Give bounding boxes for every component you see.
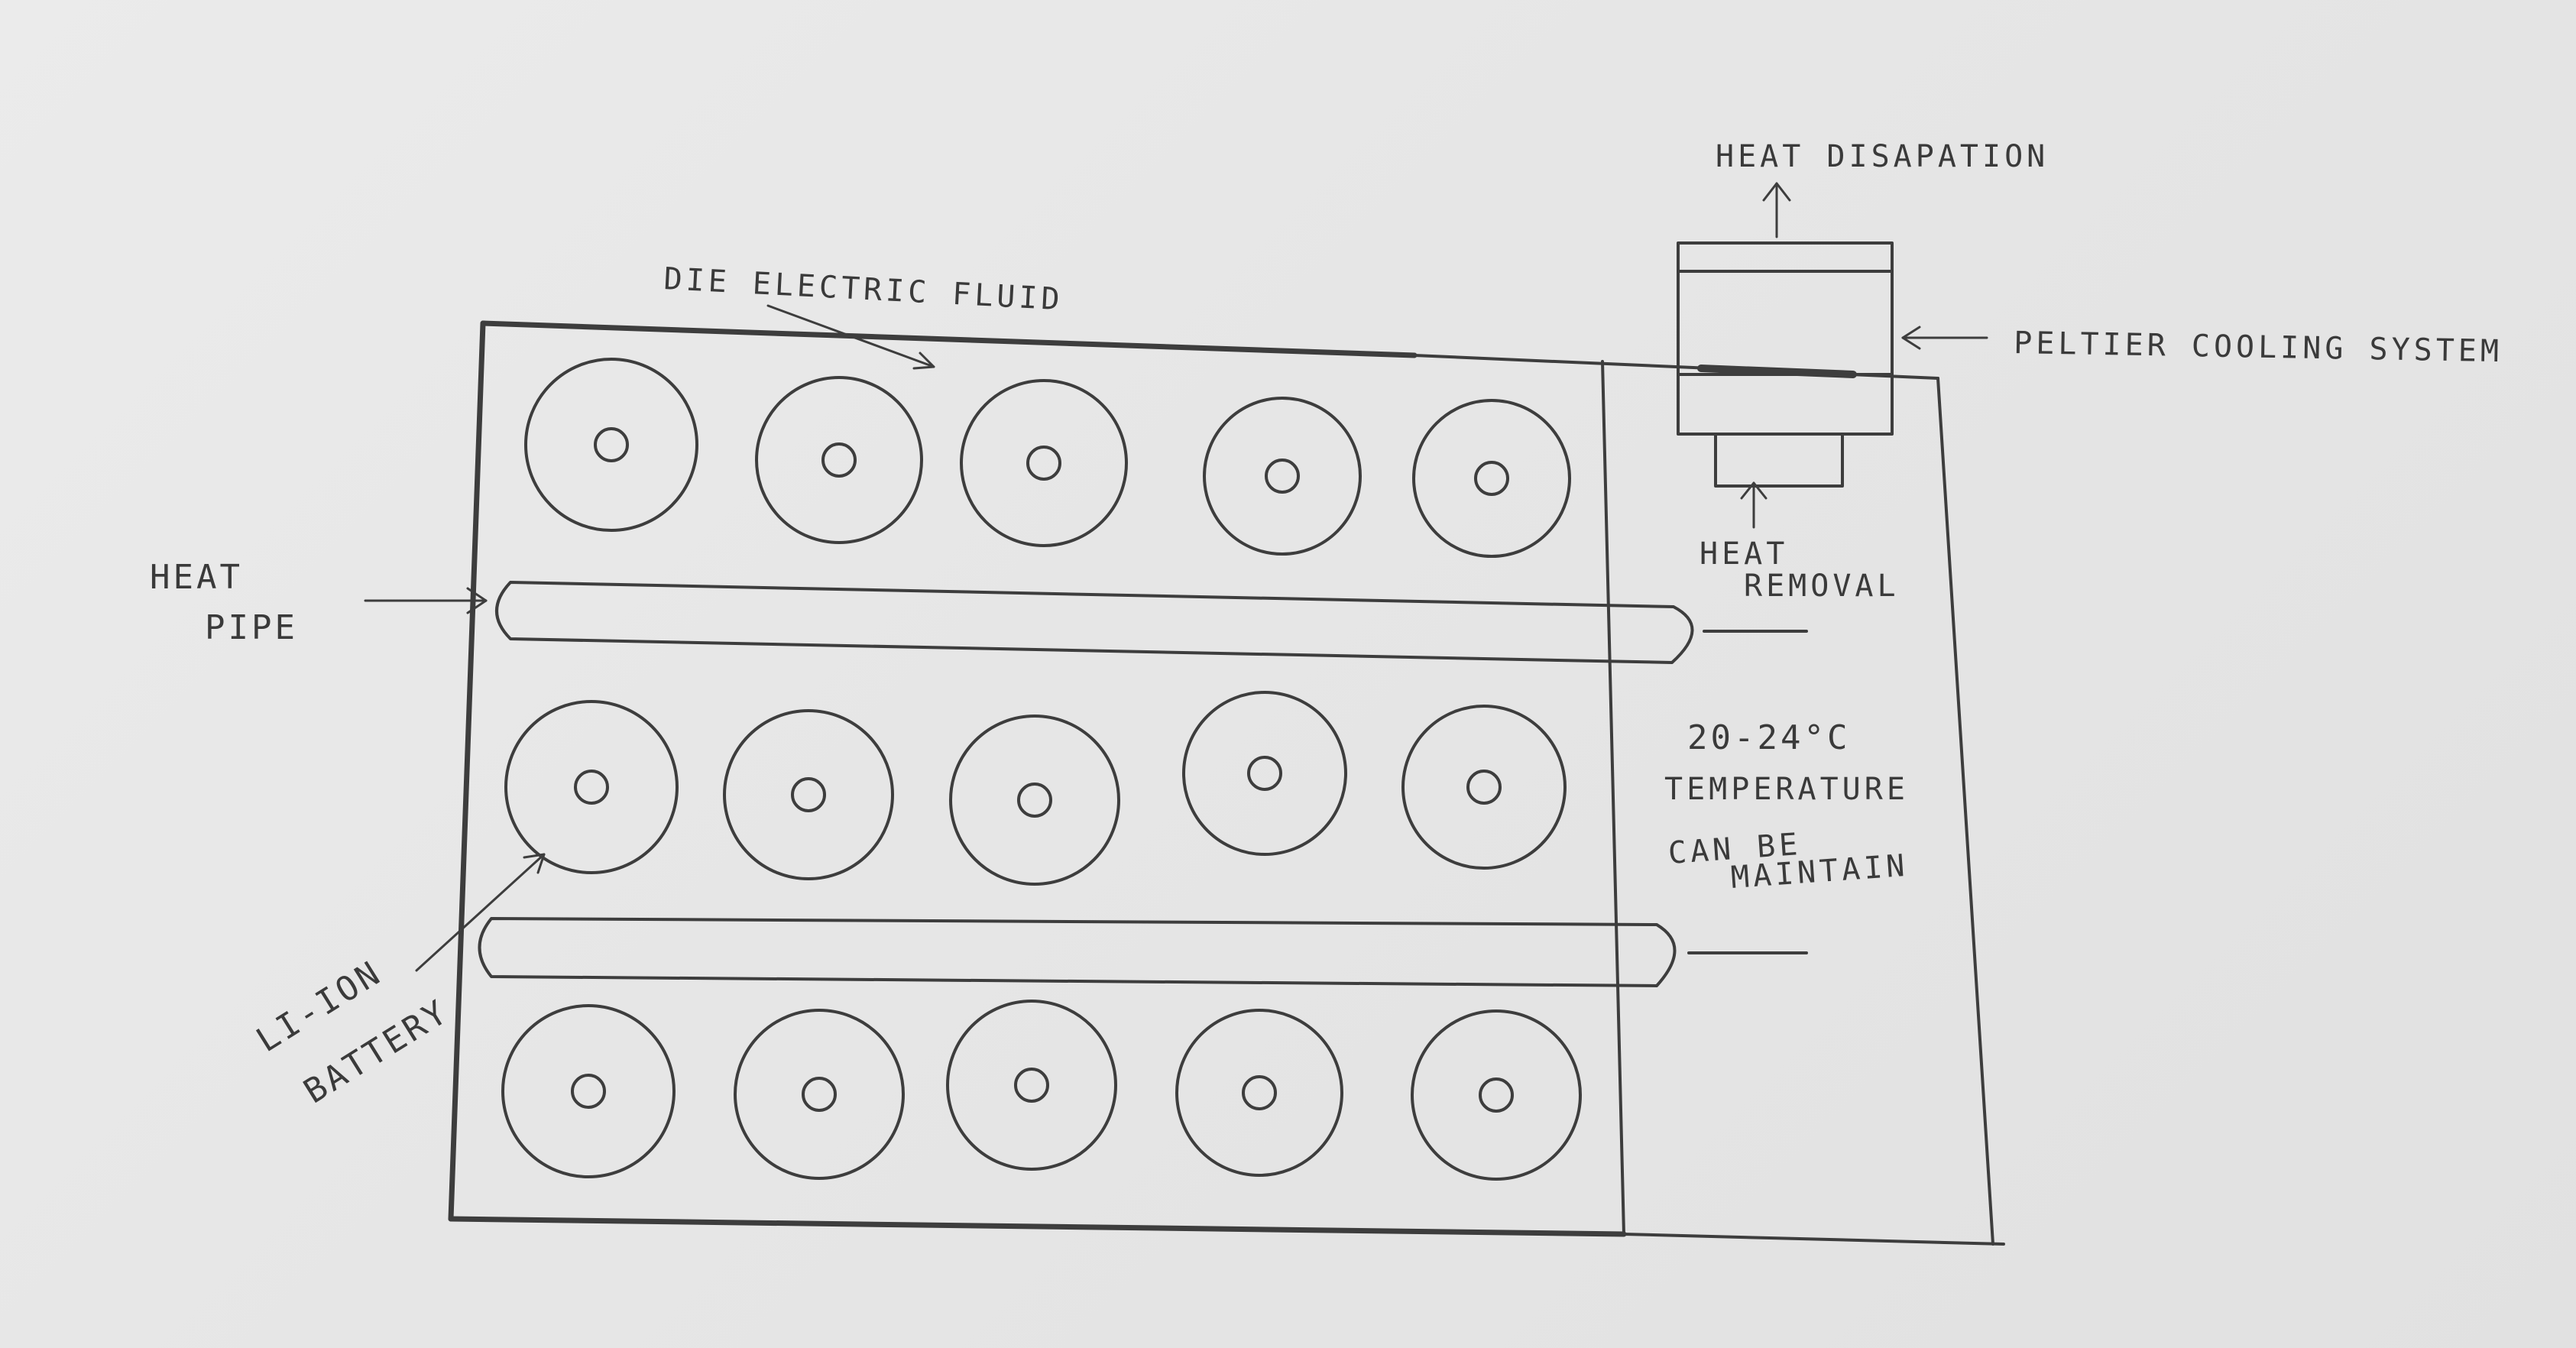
heat-dissipation-arrow	[1762, 182, 1791, 238]
battery-cell	[1411, 1009, 1582, 1181]
battery-cell-outer	[1175, 1009, 1343, 1177]
battery-cell-terminal	[1474, 461, 1509, 496]
battery-cell-outer	[524, 358, 698, 532]
heat-pipe-label-line2: PIPE	[205, 608, 298, 647]
heat-removal-arrow	[1740, 481, 1768, 529]
battery-cell-terminal	[1017, 783, 1052, 818]
battery-cell-terminal	[802, 1077, 837, 1112]
temperature-label-line2: TEMPERATURE	[1664, 772, 1909, 807]
heat-removal-label-line2: REMOVAL	[1744, 569, 1900, 604]
peltier-label: PELTIER COOLING SYSTEM	[2014, 326, 2503, 369]
heat-pipe-arrow	[364, 587, 488, 614]
battery-cell-outer	[946, 1000, 1117, 1171]
battery-cell	[734, 1009, 905, 1180]
battery-cell	[946, 1000, 1117, 1171]
battery-cell-terminal	[1466, 770, 1502, 805]
battery-pointer-arrow	[415, 853, 546, 972]
battery-cell-terminal	[571, 1074, 606, 1109]
battery-cell-outer	[501, 1004, 676, 1178]
battery-cell-outer	[734, 1009, 905, 1180]
battery-cell	[755, 376, 923, 544]
battery-cell-terminal	[1242, 1075, 1277, 1110]
battery-cell-outer	[1182, 691, 1347, 856]
battery-cell-terminal	[594, 427, 629, 462]
enclosure-top-edge	[480, 320, 1418, 358]
battery-cell-outer	[1411, 1009, 1582, 1181]
battery-cells	[501, 358, 1582, 1181]
dielectric-fluid-label: DIE ELECTRIC FLUID	[663, 261, 1064, 317]
peltier-cooling-unit	[1677, 241, 1894, 488]
battery-cell-outer	[1401, 705, 1567, 870]
heat-pipe-label-line1: HEAT	[150, 558, 243, 597]
battery-cell-terminal	[574, 770, 609, 805]
battery-cell-outer	[1412, 399, 1571, 558]
battery-cell-terminal	[1265, 459, 1300, 494]
battery-cell	[1401, 705, 1567, 870]
battery-cell	[723, 709, 894, 880]
battery-pack-enclosure	[448, 320, 1627, 1237]
battery-cell	[504, 700, 679, 874]
heat-dissipation-label: HEAT DISAPATION	[1716, 139, 2049, 174]
battery-cell-terminal	[1247, 756, 1282, 791]
battery-cell-terminal	[791, 777, 826, 812]
heat-pipe-1	[495, 581, 1808, 664]
enclosure-bottom-edge	[448, 1216, 1627, 1237]
heat-pipes	[478, 581, 1808, 987]
peltier-contact-block	[1714, 433, 1844, 488]
compartment-bottom-edge	[1622, 1233, 2005, 1246]
heat-removal-label-line1: HEAT	[1700, 536, 1788, 572]
battery-cell	[1203, 397, 1362, 556]
battery-cell-outer	[1203, 397, 1362, 556]
battery-cell	[1412, 399, 1571, 558]
battery-cell	[501, 1004, 676, 1178]
arrows	[364, 182, 1988, 972]
battery-cell-outer	[949, 715, 1120, 886]
battery-cell-outer	[504, 700, 679, 874]
labels: HEAT DISAPATION DIE ELECTRIC FLUID PELTI…	[150, 139, 2503, 1111]
battery-cell-terminal	[1026, 446, 1061, 481]
battery-cell-outer	[960, 379, 1128, 547]
peltier-pointer-arrow	[1901, 326, 1988, 350]
enclosure-left-edge	[448, 320, 486, 1222]
battery-cell	[524, 358, 698, 532]
enclosure-divider	[1601, 360, 1625, 1236]
compartment-right-edge	[1936, 377, 1994, 1246]
battery-cell	[960, 379, 1128, 547]
battery-cell-outer	[755, 376, 923, 544]
battery-cell	[1175, 1009, 1343, 1177]
dielectric-fluid-arrow	[766, 304, 935, 370]
battery-cell-terminal	[1014, 1068, 1049, 1103]
temperature-label-line1: 20-24°C	[1687, 718, 1850, 757]
heat-pipe-2	[478, 917, 1808, 987]
battery-cell-terminal	[1479, 1077, 1514, 1113]
battery-cell	[949, 715, 1120, 886]
battery-cell-terminal	[821, 442, 857, 478]
battery-cell	[1182, 691, 1347, 856]
battery-cell-outer	[723, 709, 894, 880]
